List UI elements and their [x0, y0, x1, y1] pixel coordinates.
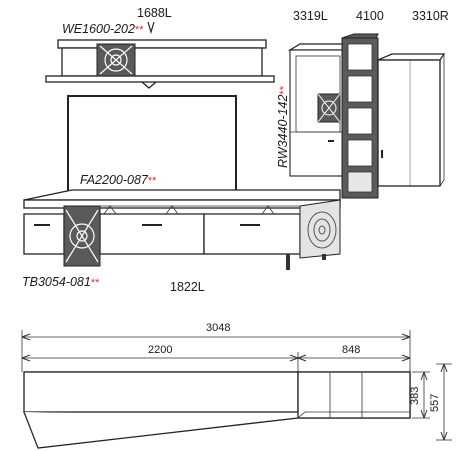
dim-right-width: 848 [342, 344, 360, 356]
dim-left-width: 2200 [148, 344, 172, 356]
highboard-group [287, 33, 446, 199]
lowboard-code-label: TB3054-081** [22, 275, 100, 289]
dim-total-height: 557 [429, 394, 441, 412]
unit-middle-label: 4100 [356, 9, 384, 23]
shelf-width-label: 1688L [137, 6, 172, 20]
unit-right-label: 3310R [412, 9, 449, 23]
tv-panel [67, 95, 237, 193]
lowboard [23, 189, 341, 270]
lowboard-width-label: 1822L [170, 280, 205, 294]
tv-panel-code-label: FA2200-087** [80, 173, 157, 187]
dim-total-width: 3048 [206, 322, 230, 334]
vitrine-code-label: RW3440-142** [276, 85, 290, 168]
dimension-plan [21, 330, 452, 449]
unit-left-label: 3319L [293, 9, 328, 23]
dim-inner-height: 383 [409, 387, 421, 405]
cabinet-3310R [377, 59, 441, 187]
shelf-code-label: WE1600-202** [62, 22, 144, 36]
wall-shelf [45, 39, 275, 89]
